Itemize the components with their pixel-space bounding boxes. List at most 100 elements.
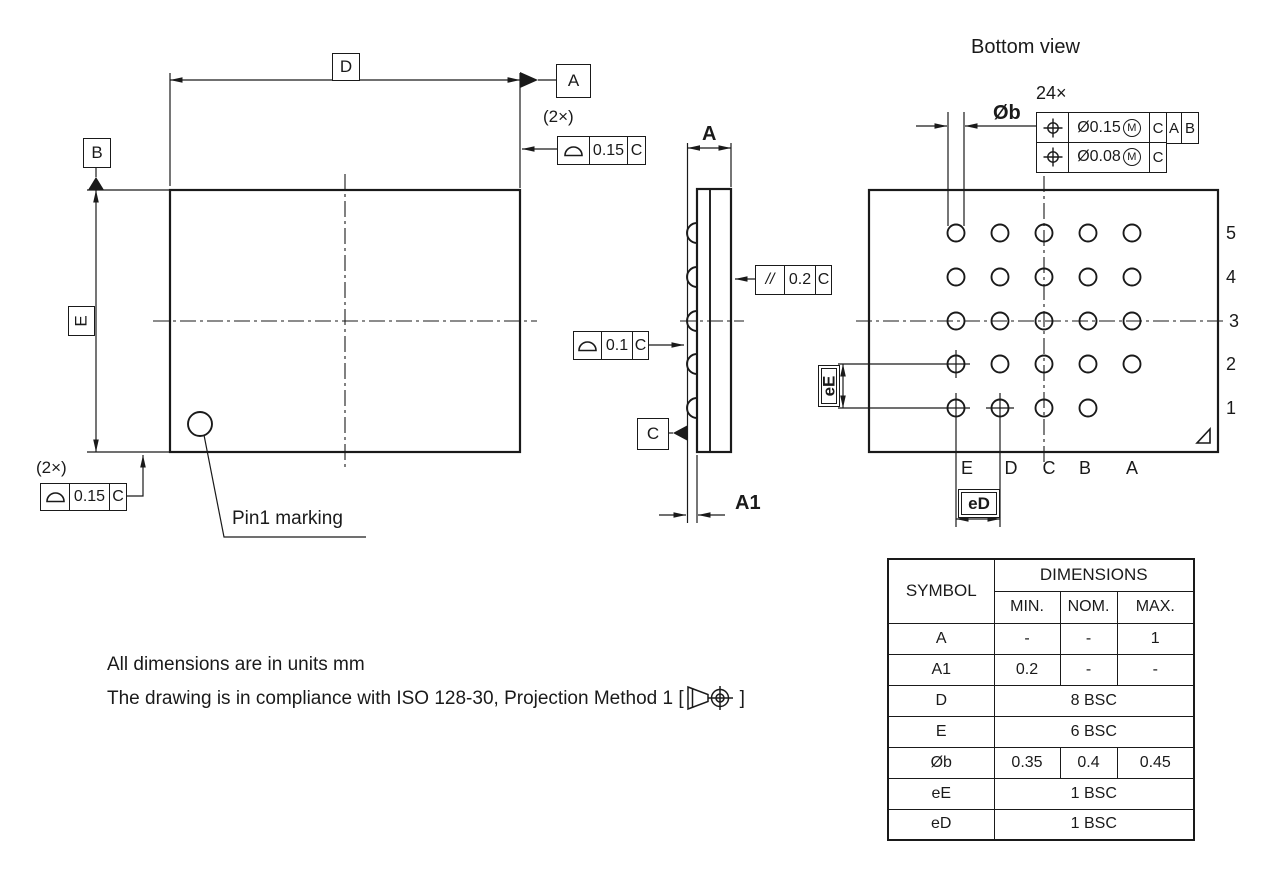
datum-b-triangle [88, 177, 104, 190]
note-compliance-bracket: ] [739, 687, 745, 709]
corner-index-triangle [1195, 426, 1211, 444]
datum-b-box: B [83, 138, 111, 168]
fcf-parallelism: // 0.2 C [755, 265, 832, 295]
merged-value-cell: 8 BSC [993, 684, 1195, 717]
note-compliance-text: The drawing is in compliance with ISO 12… [107, 687, 684, 709]
datum-a-label: A [567, 71, 580, 90]
table-header-min: MIN. [993, 590, 1061, 624]
symbol-cell: E [887, 715, 995, 748]
parallelism-icon: // [765, 271, 775, 288]
position-icon [1037, 113, 1068, 143]
fcf-position-2: Ø0.08 M C [1036, 141, 1167, 173]
col-label-e: E [960, 458, 973, 478]
mmc-modifier-icon: M [1122, 119, 1141, 137]
bottom-view-title: Bottom view [971, 36, 1080, 58]
merged-value-cell: 1 BSC [993, 777, 1195, 810]
tolerance-value: 0.15 [589, 137, 627, 164]
fcf-profile-top: 0.15 C [557, 136, 646, 165]
tolerance-value: Ø0.15 [1077, 119, 1121, 136]
row-label-5: 5 [1225, 223, 1236, 243]
table-header-nom: NOM. [1059, 590, 1118, 624]
datum-b-label: B [91, 143, 103, 162]
table-row: A - - 1 [887, 622, 1195, 655]
min-cell: - [993, 622, 1061, 655]
position-icon [1037, 143, 1068, 172]
dim-a1-label: A1 [735, 492, 761, 514]
table-header-dimensions: DIMENSIONS [993, 558, 1195, 592]
side-ball [686, 266, 698, 288]
note-units: All dimensions are in units mm [107, 654, 365, 675]
tolerance-cell: Ø0.15 M [1068, 113, 1149, 143]
pitch-ee-box: eE [818, 365, 840, 407]
max-cell: 1 [1116, 622, 1195, 655]
datum-ref: A [1166, 113, 1181, 143]
dim-e-label: E [71, 315, 91, 327]
datum-ref: B [1181, 113, 1198, 143]
min-cell: 0.2 [993, 653, 1061, 686]
pitch-ee-label: eE [819, 375, 839, 397]
fcf-profile-side: 0.1 C [573, 331, 649, 360]
max-cell: - [1116, 653, 1195, 686]
datum-c-triangle [673, 425, 688, 441]
dim-d-label: D [339, 57, 353, 76]
pin1-leader [203, 434, 366, 538]
side-ball [686, 397, 698, 419]
fcf-position-1: Ø0.15 M C A B [1036, 112, 1199, 144]
dim-e-label-box: E [68, 306, 95, 336]
datum-c-label: C [646, 424, 660, 443]
tolerance-value: Ø0.08 [1077, 148, 1121, 165]
table-row: eD 1 BSC [887, 808, 1195, 841]
table-row: A1 0.2 - - [887, 653, 1195, 686]
nom-cell: - [1059, 653, 1118, 686]
table-row: D 8 BSC [887, 684, 1195, 717]
ball-diameter-label: Øb [993, 102, 1021, 124]
max-cell: 0.45 [1116, 746, 1195, 779]
row-label-4: 4 [1225, 267, 1236, 287]
count-bottom-label: (2×) [36, 458, 67, 477]
symbol-cell: A1 [887, 653, 995, 686]
side-ball [686, 222, 698, 244]
dimension-table: SYMBOL DIMENSIONS MIN. NOM. MAX. A - - 1… [887, 558, 1196, 841]
min-cell: 0.35 [993, 746, 1061, 779]
profile-of-surface-icon [558, 137, 589, 164]
datum-c-box: C [637, 418, 669, 450]
datum-ref: C [632, 332, 648, 359]
symbol-cell: eE [887, 777, 995, 810]
side-ball [686, 353, 698, 375]
merged-value-cell: 6 BSC [993, 715, 1195, 748]
dim-d-label-box: D [332, 53, 360, 81]
symbol-cell: D [887, 684, 995, 717]
table-header-symbol: SYMBOL [887, 558, 995, 624]
col-label-c: C [1042, 458, 1056, 478]
datum-a-triangle [520, 72, 538, 88]
count-top-label: (2×) [543, 107, 574, 126]
table-row: eE 1 BSC [887, 777, 1195, 810]
first-angle-projection-icon [686, 685, 733, 711]
datum-ref: C [109, 484, 126, 510]
pin1-marking-circle [187, 411, 213, 437]
ball-count-label: 24× [1036, 83, 1067, 103]
col-label-b: B [1078, 458, 1091, 478]
row-label-3: 3 [1228, 311, 1239, 331]
profile-of-surface-icon [41, 484, 69, 510]
fcf-profile-bottom: 0.15 C [40, 483, 127, 511]
note-compliance: The drawing is in compliance with ISO 12… [107, 683, 745, 713]
bottom-view-linework [838, 112, 1224, 527]
datum-ref: C [1149, 113, 1166, 143]
tolerance-cell: Ø0.08 M [1068, 142, 1149, 172]
tolerance-value: 0.2 [784, 266, 815, 294]
pitch-ed-box: eD [958, 489, 1000, 518]
row-label-1: 1 [1225, 398, 1236, 418]
table-row: E 6 BSC [887, 715, 1195, 748]
datum-ref: C [1149, 142, 1166, 172]
row-label-2: 2 [1225, 354, 1236, 374]
col-label-d: D [1004, 458, 1018, 478]
tolerance-value: 0.1 [601, 332, 632, 359]
col-label-a: A [1125, 458, 1138, 478]
front-view-linework [87, 72, 557, 538]
pitch-ed-label: eD [968, 493, 990, 513]
profile-of-surface-icon [574, 332, 601, 359]
datum-ref: C [627, 137, 645, 164]
ball-grid [946, 223, 1142, 418]
